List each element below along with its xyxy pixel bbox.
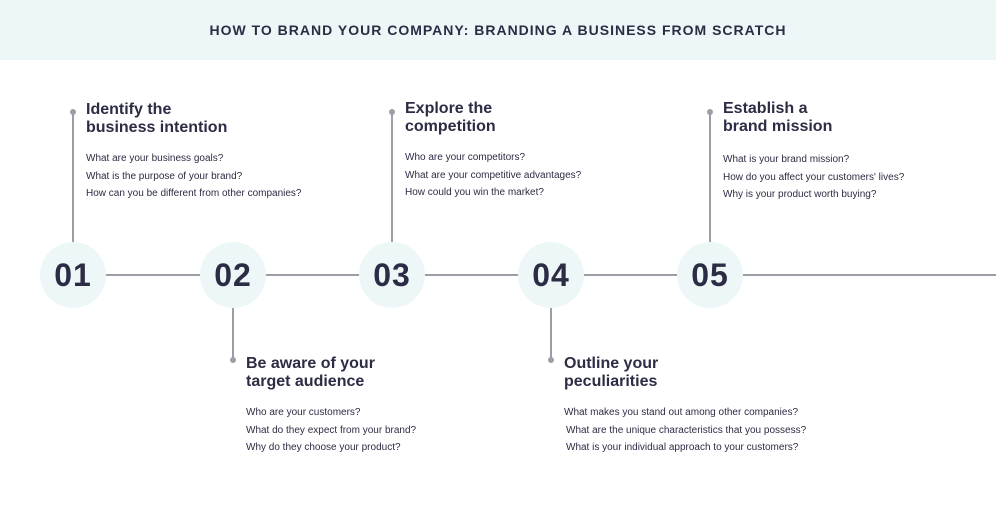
question-item: Who are your competitors? <box>405 152 526 163</box>
step-5-dot <box>707 109 713 115</box>
page-title: HOW TO BRAND YOUR COMPANY: BRANDING A BU… <box>209 22 787 38</box>
question-item: What are your competitive advantages? <box>405 169 582 181</box>
question-item: What are the unique characteristics that… <box>566 424 807 436</box>
question-item: What is your individual approach to your… <box>566 442 799 453</box>
step-3-title: Explore the competition <box>405 100 496 135</box>
step-3-dot <box>389 109 395 115</box>
step-2-circle: 02 <box>200 242 266 308</box>
step-4-circle: 04 <box>518 242 584 308</box>
step-5-number: 05 <box>691 256 729 293</box>
step-1-title: Identify the business intention <box>86 101 228 136</box>
question-item: Why do they choose your product? <box>246 442 401 453</box>
header-banner: HOW TO BRAND YOUR COMPANY: BRANDING A BU… <box>0 0 996 60</box>
step-1-number: 01 <box>54 256 92 293</box>
step-2-questions: Who are your customers? What do they exp… <box>246 404 546 457</box>
step-5-circle: 05 <box>677 242 743 308</box>
question-item: How can you be different from other comp… <box>86 188 302 199</box>
question-item: What are your business goals? <box>86 153 224 164</box>
step-1-connector <box>72 112 74 244</box>
step-3-number: 03 <box>373 256 411 293</box>
step-1-questions: What are your business goals? What is th… <box>86 150 386 203</box>
step-4-dot <box>548 357 554 363</box>
step-5-title: Establish a brand mission <box>723 100 833 135</box>
step-2-connector <box>232 306 234 360</box>
question-item: Who are your customers? <box>246 407 361 418</box>
step-5-questions: What is your brand mission? How do you a… <box>723 151 996 204</box>
step-4-connector <box>550 306 552 360</box>
step-3-questions: Who are your competitors? What are your … <box>405 149 705 202</box>
question-item: What do they expect from your brand? <box>246 424 417 436</box>
step-1-circle: 01 <box>40 242 106 308</box>
step-1-dot <box>70 109 76 115</box>
step-4-title: Outline your peculiarities <box>564 355 659 390</box>
question-item: What is the purpose of your brand? <box>86 170 243 182</box>
step-2-dot <box>230 357 236 363</box>
step-3-circle: 03 <box>359 242 425 308</box>
step-2-number: 02 <box>214 256 252 293</box>
step-3-connector <box>391 112 393 244</box>
question-item: What makes you stand out among other com… <box>564 407 799 418</box>
step-5-connector <box>709 112 711 244</box>
step-4-number: 04 <box>532 256 570 293</box>
step-4-questions: What makes you stand out among other com… <box>564 404 864 457</box>
step-2-title: Be aware of your target audience <box>246 355 375 390</box>
question-item: How could you win the market? <box>405 187 544 198</box>
question-item: Why is your product worth buying? <box>723 189 877 200</box>
question-item: What is your brand mission? <box>723 154 850 165</box>
question-item: How do you affect your customers' lives? <box>723 171 905 183</box>
